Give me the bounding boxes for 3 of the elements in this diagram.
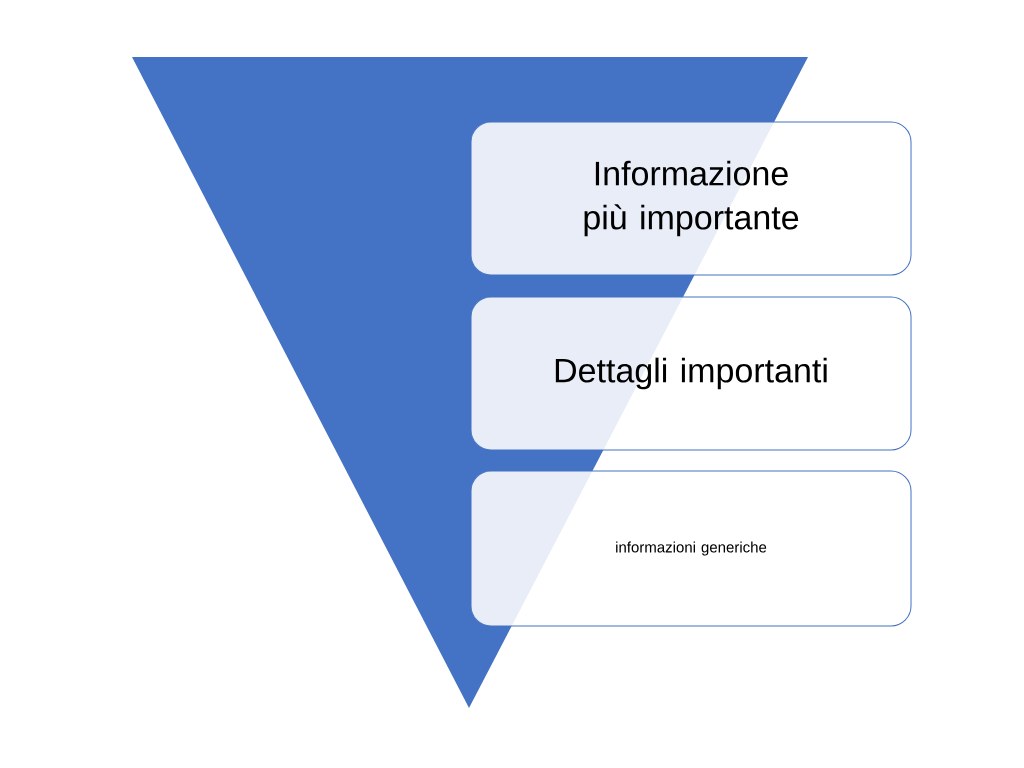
text-box: Dettagli importanti [470,296,912,451]
text-box: Informazione più importante [470,121,912,276]
text-box: informazioni generiche [470,470,912,627]
